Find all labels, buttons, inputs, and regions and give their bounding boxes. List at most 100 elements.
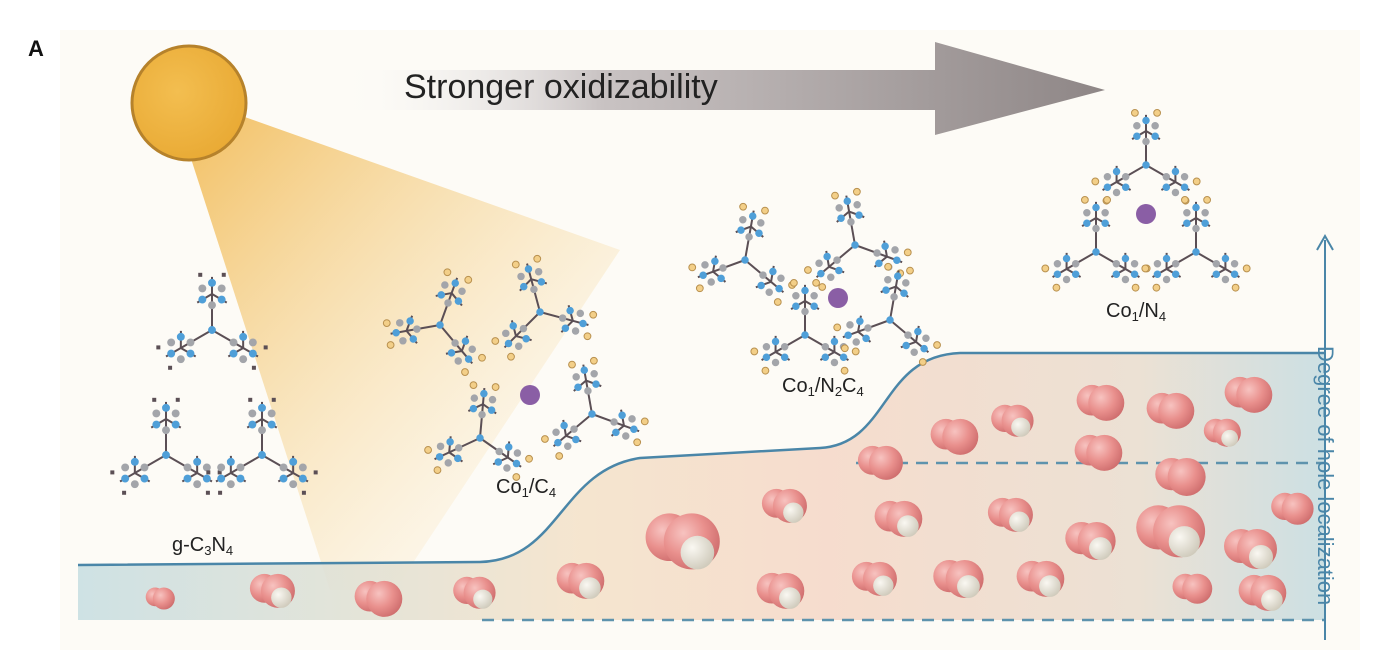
hydrogen-atom: [479, 354, 486, 361]
carbon-atom: [572, 327, 579, 334]
hydrogen-atom: [1092, 178, 1099, 185]
nitrogen-atom: [618, 412, 625, 419]
carbon-atom: [413, 325, 420, 332]
carbon-atom: [280, 463, 288, 471]
nitrogen-atom: [588, 410, 595, 417]
nitrogen-atom: [187, 350, 195, 358]
nitrogen-atom: [121, 475, 129, 483]
carbon-atom: [873, 249, 880, 256]
terminal-bond: [168, 366, 172, 370]
nitrogen-atom: [1101, 220, 1108, 227]
hydrogen-atom: [762, 207, 769, 214]
nitrogen-atom: [882, 286, 889, 293]
carbon-atom: [765, 288, 772, 295]
nitrogen-atom: [757, 282, 764, 289]
cobalt-atom: [1136, 204, 1156, 224]
cobalt-atom: [520, 385, 540, 405]
nitrogen-atom: [218, 296, 226, 304]
carbon-atom: [217, 463, 225, 471]
carbon-atom: [884, 276, 891, 283]
terminal-bond: [206, 491, 210, 495]
nitrogen-atom: [1183, 220, 1190, 227]
nitrogen-atom: [1063, 255, 1070, 262]
hydrogen-atom: [526, 455, 533, 462]
hydrogen-atom: [1104, 196, 1111, 203]
carbon-atom: [396, 319, 403, 326]
carbon-atom: [471, 394, 478, 401]
carbon-atom: [759, 271, 766, 278]
nitrogen-atom: [455, 297, 462, 304]
terminal-bond: [206, 470, 210, 474]
carbon-atom: [1113, 260, 1120, 267]
carbon-atom: [1092, 225, 1099, 232]
carbon-atom: [249, 338, 257, 346]
carbon-atom: [864, 324, 871, 331]
oxygen-atom: [153, 588, 175, 610]
hydrogen-atom: [841, 367, 848, 374]
carbon-atom: [239, 355, 247, 363]
nitrogen-atom: [574, 384, 581, 391]
carbon-atom: [577, 310, 584, 317]
carbon-atom: [1142, 138, 1149, 145]
nitrogen-atom: [167, 350, 175, 358]
nitrogen-atom: [763, 354, 770, 361]
nitrogen-atom: [227, 458, 235, 466]
carbon-atom: [121, 463, 129, 471]
hydrogen-atom: [919, 359, 926, 366]
oxidizability-label: Stronger oxidizability: [404, 68, 718, 107]
carbon-atom: [530, 286, 537, 293]
nitrogen-atom: [1131, 271, 1138, 278]
nitrogen-atom: [152, 421, 160, 429]
carbon-atom: [628, 415, 635, 422]
hydrogen-atom: [271, 587, 291, 607]
hydrogen-atom: [934, 342, 941, 349]
nitrogen-atom: [480, 390, 487, 397]
nitrogen-atom: [699, 271, 706, 278]
nitrogen-atom: [1163, 255, 1170, 262]
hydrogen-atom: [1081, 196, 1088, 203]
nitrogen-atom: [258, 451, 266, 459]
hydrogen-atom: [873, 575, 893, 595]
hydrogen-atom: [534, 255, 541, 262]
nitrogen-atom: [172, 421, 180, 429]
nitrogen-atom: [801, 331, 808, 338]
carbon-atom: [517, 273, 524, 280]
hydrogen-atom: [834, 324, 841, 331]
carbon-atom: [1201, 209, 1208, 216]
carbon-atom: [910, 348, 917, 355]
oxygen-atom: [1158, 393, 1194, 429]
carbon-atom: [455, 357, 462, 364]
carbon-atom: [846, 321, 853, 328]
carbon-atom: [193, 480, 201, 488]
nitrogen-atom: [438, 291, 445, 298]
carbon-atom: [564, 442, 571, 449]
hydrogen-atom: [584, 333, 591, 340]
carbon-atom: [1172, 189, 1179, 196]
nitrogen-atom: [554, 439, 561, 446]
terminal-bond: [302, 491, 306, 495]
hydrogen-atom: [774, 299, 781, 306]
nitrogen-atom: [875, 260, 882, 267]
hydrogen-atom: [790, 279, 797, 286]
nitrogen-atom: [488, 406, 495, 413]
carbon-atom: [610, 418, 617, 425]
hydrogen-atom: [434, 467, 441, 474]
nitrogen-atom: [462, 337, 469, 344]
carbon-atom: [1133, 122, 1140, 129]
label-co1-n2c4: Co1/N2C4: [782, 375, 864, 399]
carbon-atom: [258, 426, 266, 434]
hydrogen-atom: [841, 345, 848, 352]
terminal-bond: [198, 273, 202, 277]
nitrogen-atom: [792, 303, 799, 310]
oxygen-atom: [1168, 458, 1206, 496]
nitrogen-atom: [851, 241, 858, 248]
nitrogen-atom: [465, 355, 472, 362]
carbon-atom: [1063, 276, 1070, 283]
oxygen-atom: [366, 581, 402, 617]
nitrogen-atom: [894, 272, 901, 279]
nitrogen-atom: [538, 278, 545, 285]
hydrogen-atom: [1221, 430, 1238, 447]
hydrogen-atom: [1132, 284, 1139, 291]
nitrogen-atom: [141, 475, 149, 483]
carbon-atom: [1113, 189, 1120, 196]
